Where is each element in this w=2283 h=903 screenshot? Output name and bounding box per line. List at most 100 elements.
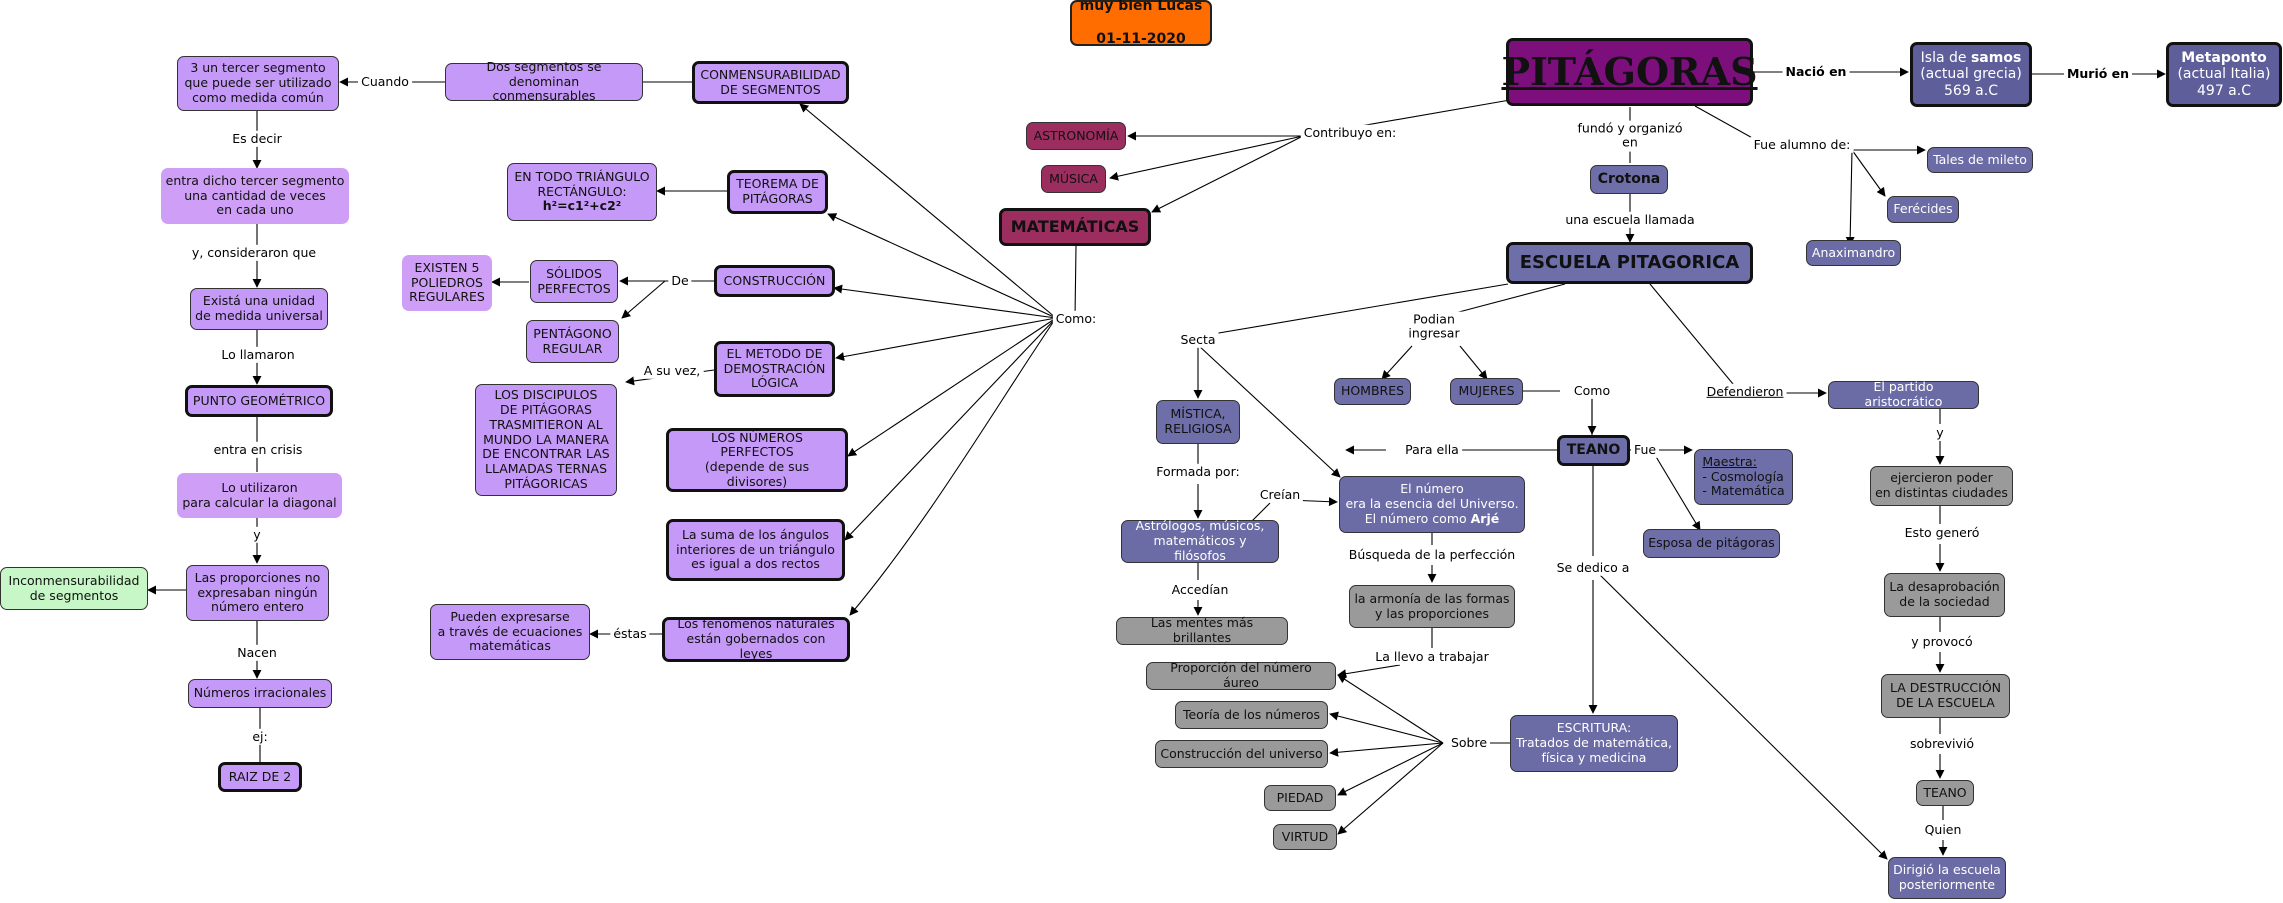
label-podian: Podian ingresar (1405, 311, 1463, 343)
label-lo-llamaron: Lo llamaron (218, 346, 298, 364)
matematicas-node: MATEMÁTICAS (999, 208, 1151, 246)
header-badge: muy bien Lucas 01-11-2020 (1070, 0, 1212, 48)
label-estas: éstas (610, 625, 650, 643)
conmensurabilidad-text: CONMENSURABILIDAD DE SEGMENTOS (700, 66, 841, 97)
existen5-text: EXISTEN 5 POLIEDROS REGULARES (409, 259, 485, 305)
fenomenos-text: Los fenomenos naturales están gobernados… (677, 616, 835, 661)
teano-text: TEANO (1566, 442, 1621, 459)
label-nacen: Nacen (234, 644, 280, 662)
construccion-universo-node: Construcción del universo (1155, 740, 1328, 768)
irracionales-text: Números irracionales (193, 685, 327, 701)
punto-geometrico-node: PUNTO GEOMÉTRICO (185, 385, 333, 417)
triangulo-formula: h²=c1²+c2² (542, 198, 622, 214)
proporcion-aureo-text: Proporción del número áureo (1170, 660, 1312, 690)
metodo-node: EL METODO DE DEMOSTRACIÓN LÓGICA (714, 341, 835, 397)
ecuaciones-text: Pueden expresarse a través de ecuaciones… (437, 608, 583, 654)
partido-node: El partido aristocrático (1828, 379, 1979, 409)
mistica-node: MÍSTICA, RELIGIOSA (1156, 400, 1240, 444)
label-formada: Formada por: (1153, 463, 1243, 481)
label-consideraron: y, consideraron que (188, 244, 320, 262)
piedad-node: PIEDAD (1264, 785, 1336, 811)
numero-esencia-node: El número era la esencia del Universo. E… (1339, 476, 1525, 533)
construccion-universo-text: Construcción del universo (1160, 745, 1323, 761)
label-como2: Como (1570, 382, 1614, 400)
anaximandro-text: Anaximandro (1811, 244, 1896, 260)
conmensurabilidad-node: CONMENSURABILIDAD DE SEGMENTOS (692, 61, 849, 104)
teoria-numeros-text: Teoría de los números (1182, 706, 1321, 722)
solidos-text: SÓLIDOS PERFECTOS (537, 265, 611, 296)
esposa-node: Esposa de pitágoras (1643, 529, 1780, 558)
mujeres-text: MUJERES (1458, 383, 1515, 399)
lo-utilizaron-node: Lo utilizaron para calcular la diagonal (177, 473, 342, 518)
label-creian: Creían (1256, 486, 1304, 504)
label-fue: Fue (1630, 441, 1660, 459)
irracionales-node: Números irracionales (188, 679, 332, 708)
astrologos-text: Astrólogos, músicos, matemáticos y filós… (1135, 518, 1265, 563)
meta-post: (actual Italia) 497 a.C (2177, 66, 2271, 99)
ejercieron-node: ejercieron poder en distintas ciudades (1870, 466, 2013, 506)
teoria-numeros-node: Teoría de los números (1175, 701, 1328, 729)
anaximandro-node: Anaximandro (1806, 240, 1901, 266)
lo-utilizaron-text: Lo utilizaron para calcular la diagonal (182, 479, 337, 510)
label-y-provoco: y provocó (1908, 633, 1976, 651)
label-una-escuela: una escuela llamada (1562, 211, 1698, 229)
label-secta: Secta (1177, 331, 1219, 349)
suma-angulos-node: La suma de los ángulos interiores de un … (666, 519, 845, 581)
solidos-node: SÓLIDOS PERFECTOS (530, 260, 618, 303)
crotona-text: Crotona (1597, 171, 1661, 188)
samos-node: Isla de samos (actual grecia) 569 a.C (1910, 42, 2032, 107)
mujeres-node: MUJERES (1450, 378, 1523, 405)
ecuaciones-node: Pueden expresarse a través de ecuaciones… (430, 604, 590, 660)
ferecides-node: Ferécides (1887, 196, 1959, 223)
proporciones-text: Las proporciones no expresaban ningún nú… (194, 569, 321, 615)
maestra-items: - Cosmología - Matemática (1702, 468, 1785, 499)
label-entra-crisis: entra en crisis (210, 441, 306, 459)
discipulos-node: LOS DISCIPULOS DE PITÁGORAS TRASMITIERON… (475, 384, 617, 496)
construccion-node: CONSTRUCCIÓN (714, 265, 835, 297)
label-nacio: Nació en (1782, 63, 1850, 81)
label-ej: ej: (249, 728, 271, 746)
astronomia-node: ASTRONOMÍA (1026, 122, 1126, 150)
destruccion-node: LA DESTRUCCIÓN DE LA ESCUELA (1881, 674, 2010, 718)
numero-esencia-bold: Arjé (1470, 510, 1500, 526)
ejercieron-text: ejercieron poder en distintas ciudades (1875, 470, 2008, 500)
label-murio: Murió en (2063, 65, 2133, 83)
tales-text: Tales de mileto (1933, 151, 2027, 167)
label-fundo: fundó y organizó en (1574, 120, 1686, 152)
label-es-decir: Es decir (229, 130, 285, 148)
samos-bold: samos (1970, 49, 2022, 66)
teano2-text: TEANO (1923, 784, 1967, 800)
virtud-text: VIRTUD (1281, 828, 1329, 844)
dirigio-node: Dirigió la escuela posteriormente (1888, 857, 2006, 899)
dos-segmentos-text: Dos segmentos se denominan conmensurable… (486, 58, 602, 104)
header-line2: 01-11-2020 (1096, 31, 1186, 48)
teano2-node: TEANO (1916, 780, 1974, 806)
armonia-text: la armonía de las formas y las proporcio… (1354, 590, 1510, 621)
teano-node: TEANO (1557, 435, 1630, 466)
label-quien: Quien (1921, 821, 1965, 839)
inconmensurabilidad-node: Inconmensurabilidad de segmentos (0, 567, 148, 610)
numeros-perfectos-node: LOS NÚMEROS PERFECTOS (depende de sus di… (666, 428, 848, 492)
destruccion-text: LA DESTRUCCIÓN DE LA ESCUELA (1889, 680, 2002, 710)
tercer-segmento-node: 3 un tercer segmento que puede ser utili… (177, 56, 339, 111)
dirigio-text: Dirigió la escuela posteriormente (1893, 862, 2001, 892)
label-de: De (668, 272, 692, 290)
musica-node: MÚSICA (1041, 165, 1106, 193)
punto-geometrico-text: PUNTO GEOMÉTRICO (192, 392, 326, 408)
triangulo-text: EN TODO TRIÁNGULO RECTÁNGULO: (514, 168, 650, 199)
partido-text: El partido aristocrático (1864, 379, 1943, 409)
metaponto-node: Metaponto (actual Italia) 497 a.C (2166, 42, 2282, 107)
piedad-text: PIEDAD (1276, 789, 1324, 805)
suma-angulos-text: La suma de los ángulos interiores de un … (676, 526, 835, 572)
samos-pre: Isla de (1920, 49, 1971, 66)
label-y1: y (250, 526, 264, 544)
pitagoras-node: PITÁGORAS (1501, 38, 1758, 106)
header-line1: muy bien Lucas (1079, 0, 1203, 15)
label-sobre: Sobre (1447, 734, 1491, 752)
musica-text: MÚSICA (1049, 170, 1098, 186)
label-sobrevivio: sobrevivió (1906, 735, 1978, 753)
virtud-node: VIRTUD (1273, 824, 1337, 850)
triangulo-node: EN TODO TRIÁNGULO RECTÁNGULO:h²=c1²+c2² (507, 163, 657, 221)
astrologos-node: Astrólogos, músicos, matemáticos y filós… (1121, 518, 1279, 563)
